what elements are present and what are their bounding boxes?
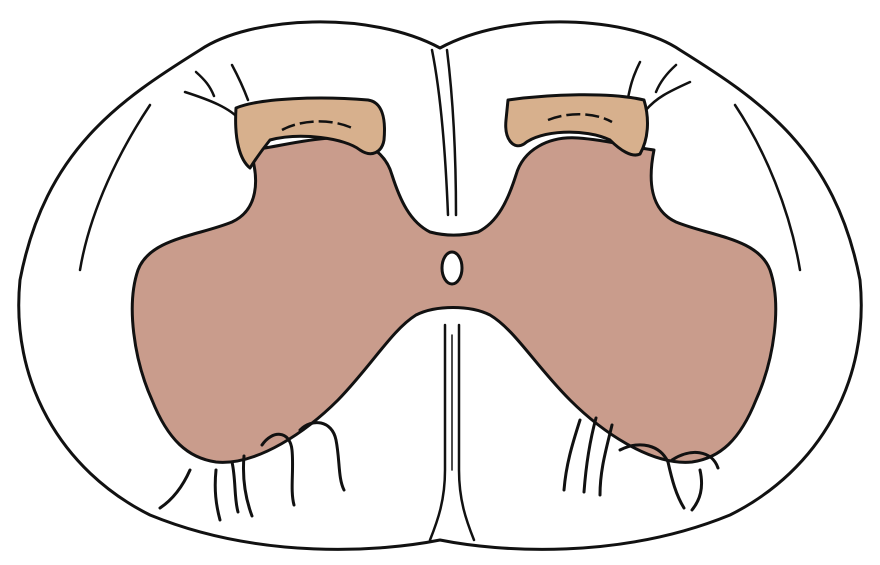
gray-matter: [132, 138, 775, 462]
ventral-median-fissure: [430, 325, 445, 540]
dorsal-median-septum: [432, 50, 448, 215]
central-canal: [442, 252, 462, 284]
